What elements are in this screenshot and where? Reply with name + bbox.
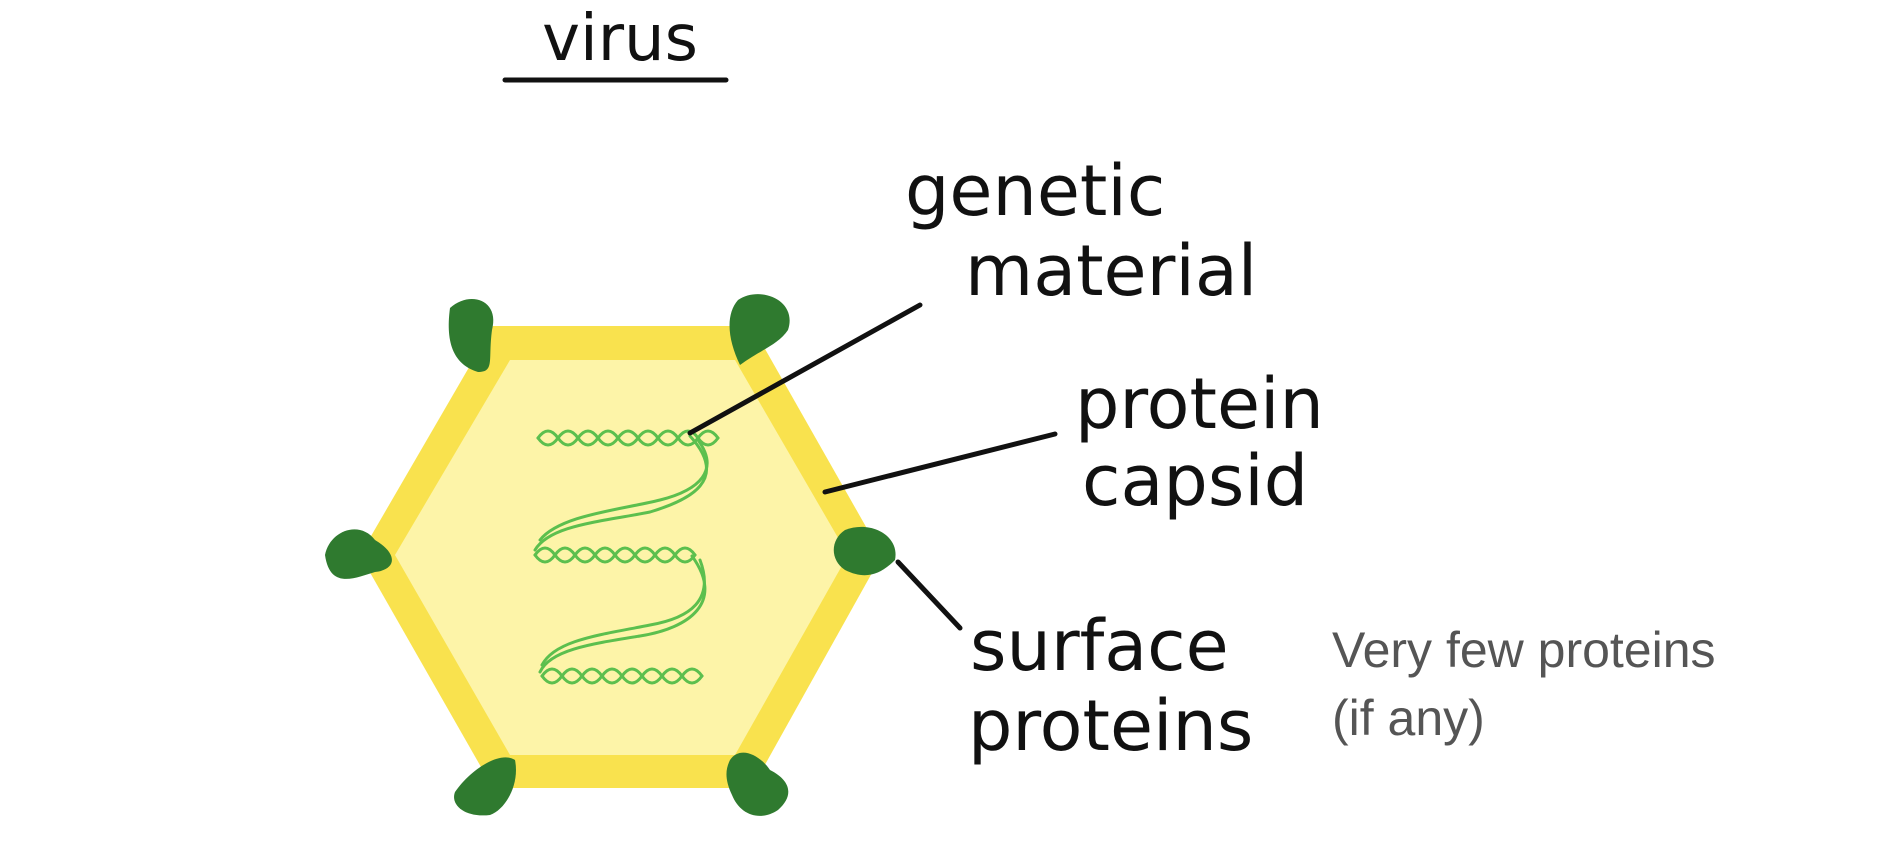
label-capsid-line2: capsid <box>1082 440 1308 522</box>
surface-protein-bottom-right <box>726 753 788 816</box>
surface-protein-top-left <box>449 299 494 372</box>
leader-protein-capsid <box>825 434 1055 492</box>
leader-surface-proteins <box>898 562 960 628</box>
surface-protein-right <box>834 527 896 575</box>
label-genetic-line2: material <box>965 230 1257 312</box>
note-line2: (if any) <box>1332 690 1485 746</box>
diagram-title: virus <box>542 2 698 76</box>
label-capsid-line1: protein <box>1075 363 1324 445</box>
label-surface-line1: surface <box>970 605 1229 687</box>
note-line1: Very few proteins <box>1332 622 1716 678</box>
surface-protein-bottom-left <box>454 757 516 815</box>
label-surface-line2: proteins <box>968 685 1253 767</box>
label-genetic-line1: genetic <box>905 150 1165 232</box>
